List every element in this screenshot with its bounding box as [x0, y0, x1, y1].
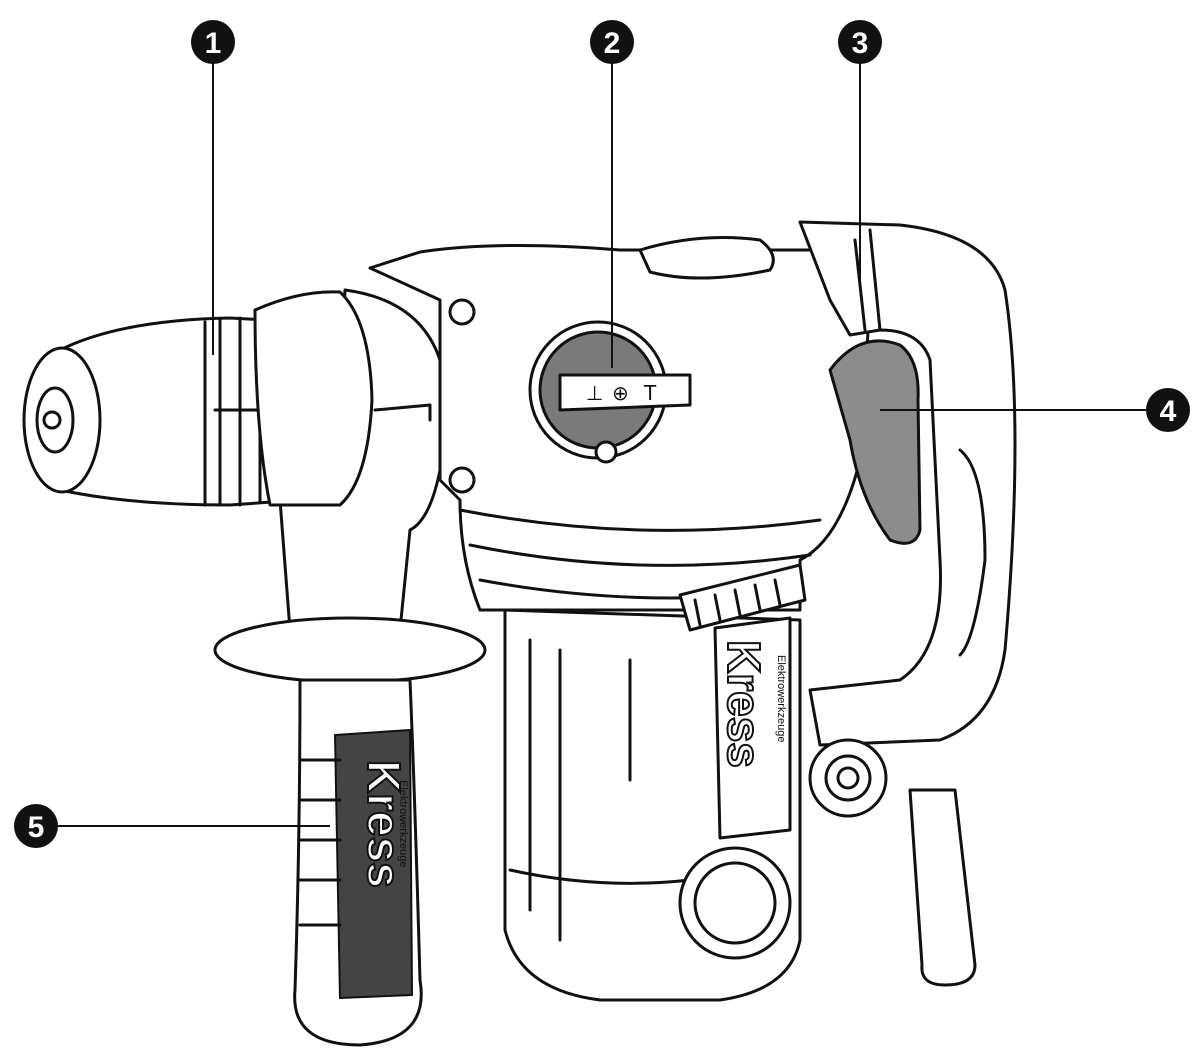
callout-2-label: 2 — [604, 27, 621, 60]
body-brand-tagline: Elektrowerkzeuge — [775, 655, 787, 742]
callout-5: 5 — [14, 804, 58, 848]
handle-brand: Kress Elektrowerkzeuge — [357, 759, 411, 889]
trigger-switch — [828, 339, 922, 545]
handle-brand-name: Kress — [358, 760, 410, 888]
mode-selector — [528, 320, 692, 464]
bolt-top — [448, 298, 476, 326]
callout-3: 3 — [838, 20, 882, 64]
callout-3-marker — [838, 20, 882, 64]
selector-symbols: ⊥ ⊕ T — [586, 381, 657, 405]
side-knob-inner — [824, 754, 872, 802]
bolt-bottom — [448, 466, 476, 494]
selector-symbol-hammer-drill: ⊕ — [612, 381, 629, 405]
side-handle-flange — [213, 616, 487, 684]
callout-2: 2 — [590, 20, 634, 64]
side-handle-grip — [334, 729, 413, 999]
callout-2-marker — [590, 20, 634, 64]
body-brand: Kress Elektrowerkzeuge — [717, 639, 787, 769]
motor-housing-lines — [508, 638, 692, 942]
callout-5-marker — [14, 804, 58, 848]
body-brand-name: Kress — [718, 640, 770, 768]
side-knob — [808, 738, 888, 818]
callout-4-label: 4 — [1160, 395, 1177, 428]
cable-sleeve — [908, 788, 977, 987]
handle-bolt-line — [853, 228, 882, 332]
callout-1-marker — [191, 20, 235, 64]
drill-illustration — [22, 220, 1017, 1047]
chuck-collar — [253, 290, 374, 507]
callout-5-label: 5 — [28, 811, 45, 844]
top-cover — [638, 236, 775, 280]
selector-symbol-drill: T — [643, 381, 657, 405]
brand-panel — [713, 616, 792, 840]
handle-brand-tagline: Elektrowerkzeuge — [397, 780, 409, 867]
callout-3-label: 3 — [852, 27, 869, 60]
chuck-tip — [22, 346, 102, 494]
callout-4: 4 — [1146, 388, 1190, 432]
selector-symbol-chisel: ⊥ — [586, 381, 603, 405]
handle-inner-line — [958, 448, 987, 657]
callout-4-marker — [1146, 388, 1190, 432]
callout-1-label: 1 — [205, 27, 222, 60]
leader-lines — [58, 62, 1148, 827]
callout-1: 1 — [191, 20, 235, 64]
rear-handle — [798, 220, 1017, 747]
